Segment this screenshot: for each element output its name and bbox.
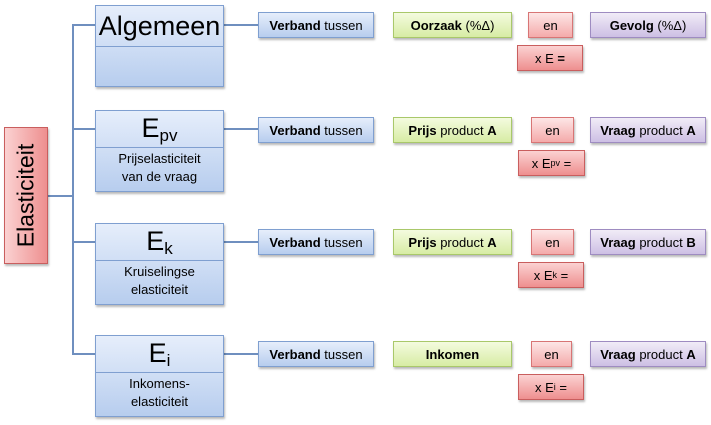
root-label: Elasticiteit	[12, 143, 39, 248]
en-box: en	[528, 12, 573, 38]
category-symbol: Algemeen	[98, 10, 221, 41]
cause-box: Prijs product A	[393, 229, 512, 255]
effect-rest: product	[635, 122, 687, 138]
cause-box: Prijs product A	[393, 117, 512, 143]
cause-bold: Inkomen	[425, 346, 480, 362]
category-symbol: Ei	[148, 337, 171, 370]
formula-sub: i	[553, 382, 556, 392]
en-label: en	[543, 17, 558, 33]
cause-bold: Prijs	[408, 234, 437, 250]
connector-branch-2	[72, 128, 95, 130]
verband-rest: tussen	[320, 122, 363, 138]
formula-pre: x E	[534, 379, 554, 395]
effect-bold: Vraag	[600, 122, 636, 138]
cause-rest: (%Δ)	[461, 17, 495, 33]
formula-post: =	[555, 379, 567, 395]
en-box: en	[531, 341, 572, 367]
effect-rest: (%Δ)	[653, 17, 687, 33]
verband-box: Verband tussen	[258, 229, 374, 255]
formula-post: =	[560, 155, 572, 171]
effect-box: Gevolg (%Δ)	[590, 12, 706, 38]
effect-bold-2: A	[686, 122, 696, 138]
effect-rest: product	[635, 234, 687, 250]
effect-box: Vraag product B	[590, 229, 706, 255]
category-desc-line-1: Inkomens-	[129, 376, 190, 391]
effect-bold: Gevolg	[609, 17, 654, 33]
formula-pre: x E	[534, 50, 554, 66]
category-kruiselingse: Ek Kruiselingse elasticiteit	[95, 223, 224, 305]
connector-row-2	[223, 128, 258, 130]
verband-rest: tussen	[320, 346, 363, 362]
connector-row-3	[223, 241, 258, 243]
effect-bold: Vraag	[600, 346, 636, 362]
effect-box: Vraag product A	[590, 341, 706, 367]
formula-sub: pv	[550, 158, 561, 168]
connector-trunk	[72, 24, 74, 354]
cause-box: Inkomen	[393, 341, 512, 367]
category-algemeen: Algemeen	[95, 5, 224, 87]
cause-rest: product	[436, 234, 488, 250]
effect-bold: Vraag	[600, 234, 636, 250]
connector-row-1	[223, 24, 258, 26]
en-label: en	[545, 234, 560, 250]
verband-bold: Verband	[269, 17, 321, 33]
verband-rest: tussen	[320, 17, 363, 33]
connector-branch-4	[72, 353, 95, 355]
formula-post: =	[557, 267, 569, 283]
category-desc-line-1: Kruiselingse	[124, 264, 195, 279]
verband-rest: tussen	[320, 234, 363, 250]
cause-rest: product	[436, 122, 488, 138]
formula-pre: x E	[533, 267, 553, 283]
effect-bold-2: B	[686, 234, 696, 250]
root-node: Elasticiteit	[4, 127, 48, 264]
category-desc-line-2: elasticiteit	[130, 282, 189, 297]
formula-sub: k	[552, 270, 558, 280]
category-prijselasticiteit: Epv Prijselasticiteit van de vraag	[95, 110, 224, 192]
formula-box: x E =	[517, 45, 583, 71]
connector-branch-3	[72, 241, 95, 243]
en-box: en	[531, 229, 574, 255]
verband-box: Verband tussen	[258, 117, 374, 143]
category-desc-line-1: Prijselasticiteit	[118, 151, 201, 166]
cause-bold-2: A	[487, 234, 497, 250]
cause-bold-2: A	[487, 122, 497, 138]
verband-box: Verband tussen	[258, 341, 374, 367]
effect-bold-2: A	[686, 346, 696, 362]
en-label: en	[544, 346, 559, 362]
category-symbol: Epv	[141, 112, 178, 145]
en-label: en	[545, 122, 560, 138]
en-box: en	[531, 117, 574, 143]
cause-bold: Prijs	[408, 122, 437, 138]
cause-bold: Oorzaak	[410, 17, 462, 33]
connector-row-4	[223, 353, 258, 355]
category-desc-line-2: elasticiteit	[130, 394, 189, 409]
category-symbol: Ek	[146, 225, 173, 258]
cause-box: Oorzaak (%Δ)	[393, 12, 512, 38]
verband-bold: Verband	[269, 122, 321, 138]
formula-post: =	[553, 50, 565, 66]
connector-trunk-stub	[48, 195, 72, 197]
category-desc-line-2: van de vraag	[121, 169, 198, 184]
verband-bold: Verband	[269, 234, 321, 250]
category-inkomenselasticiteit: Ei Inkomens- elasticiteit	[95, 335, 224, 417]
effect-rest: product	[635, 346, 687, 362]
effect-box: Vraag product A	[590, 117, 706, 143]
verband-bold: Verband	[269, 346, 321, 362]
verband-box: Verband tussen	[258, 12, 374, 38]
connector-branch-1	[72, 24, 95, 26]
formula-pre: x E	[531, 155, 551, 171]
